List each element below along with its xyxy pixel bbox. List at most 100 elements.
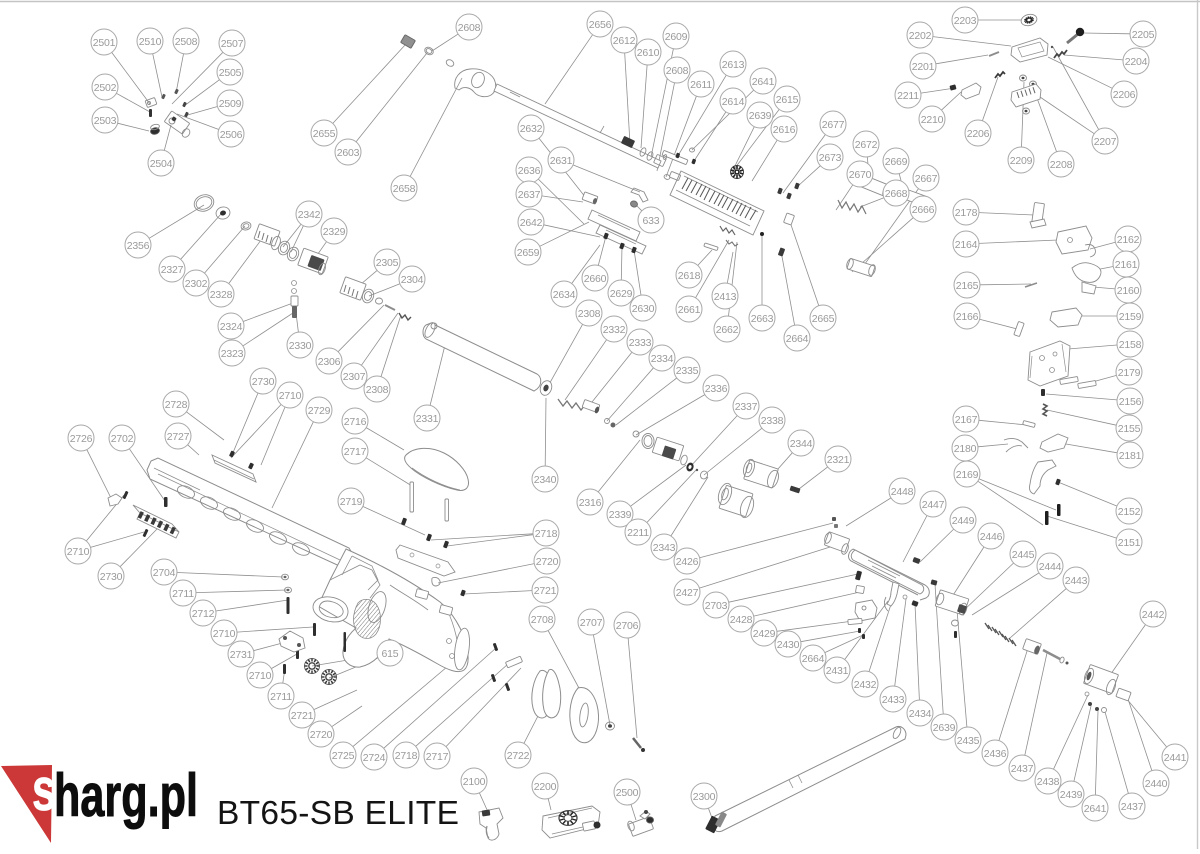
svg-text:2445: 2445 xyxy=(1012,549,1035,561)
svg-text:2209: 2209 xyxy=(1010,155,1033,167)
svg-text:2338: 2338 xyxy=(761,415,784,427)
svg-text:2304: 2304 xyxy=(401,274,424,286)
svg-text:2724: 2724 xyxy=(363,752,386,764)
svg-text:2613: 2613 xyxy=(722,59,745,71)
svg-text:2637: 2637 xyxy=(518,189,541,201)
svg-text:2603: 2603 xyxy=(337,147,360,159)
svg-text:harg.pl: harg.pl xyxy=(54,763,198,830)
svg-text:2634: 2634 xyxy=(553,289,576,301)
svg-text:2339: 2339 xyxy=(609,509,632,521)
svg-text:2720: 2720 xyxy=(310,729,333,741)
svg-text:2712: 2712 xyxy=(192,608,215,620)
svg-text:2201: 2201 xyxy=(912,61,935,73)
svg-text:2501: 2501 xyxy=(93,37,116,49)
svg-text:2167: 2167 xyxy=(955,414,978,426)
svg-text:2630: 2630 xyxy=(632,303,655,315)
svg-text:2725: 2725 xyxy=(332,750,355,762)
svg-text:2428: 2428 xyxy=(730,614,753,626)
svg-text:2437: 2437 xyxy=(1121,801,1144,813)
svg-text:2707: 2707 xyxy=(580,617,603,629)
svg-text:2211: 2211 xyxy=(897,90,919,102)
svg-text:2321: 2321 xyxy=(827,454,850,466)
svg-text:2730: 2730 xyxy=(100,571,123,583)
svg-text:2332: 2332 xyxy=(603,324,626,336)
svg-text:2152: 2152 xyxy=(1118,506,1141,518)
svg-text:2615: 2615 xyxy=(776,94,799,106)
svg-text:2710: 2710 xyxy=(279,390,302,402)
svg-text:2708: 2708 xyxy=(531,614,554,626)
svg-text:2436: 2436 xyxy=(984,748,1007,760)
svg-text:2181: 2181 xyxy=(1119,450,1142,462)
svg-text:2165: 2165 xyxy=(956,280,979,292)
svg-text:2503: 2503 xyxy=(94,115,117,127)
svg-text:2204: 2204 xyxy=(1125,56,1148,68)
svg-text:2446: 2446 xyxy=(980,531,1003,543)
svg-text:2716: 2716 xyxy=(344,416,367,428)
svg-text:2720: 2720 xyxy=(536,556,559,568)
svg-text:BT65-SB ELITE: BT65-SB ELITE xyxy=(217,795,459,832)
svg-text:2308: 2308 xyxy=(578,308,601,320)
svg-text:2729: 2729 xyxy=(308,405,331,417)
svg-text:2639: 2639 xyxy=(933,722,956,734)
svg-text:2727: 2727 xyxy=(167,431,190,443)
svg-text:2670: 2670 xyxy=(849,169,872,181)
svg-text:2162: 2162 xyxy=(1117,234,1140,246)
svg-text:2180: 2180 xyxy=(954,443,977,455)
svg-text:2441: 2441 xyxy=(1164,752,1187,764)
svg-text:2211: 2211 xyxy=(627,527,649,539)
svg-text:2308: 2308 xyxy=(366,384,389,396)
svg-text:2206: 2206 xyxy=(1113,89,1136,101)
svg-text:2426: 2426 xyxy=(676,556,699,568)
svg-text:2329: 2329 xyxy=(323,226,346,238)
svg-text:s: s xyxy=(32,757,56,824)
svg-text:2609: 2609 xyxy=(665,31,688,43)
svg-text:2660: 2660 xyxy=(584,273,607,285)
svg-text:2510: 2510 xyxy=(139,36,162,48)
svg-text:2431: 2431 xyxy=(826,665,849,677)
svg-text:2717: 2717 xyxy=(426,751,449,763)
svg-text:2443: 2443 xyxy=(1065,575,1088,587)
svg-text:2439: 2439 xyxy=(1060,789,1083,801)
svg-text:2316: 2316 xyxy=(579,497,602,509)
svg-text:2331: 2331 xyxy=(416,413,439,425)
svg-text:2179: 2179 xyxy=(1118,367,1141,379)
svg-text:2639: 2639 xyxy=(749,110,772,122)
svg-text:2205: 2205 xyxy=(1132,29,1155,41)
svg-text:2666: 2666 xyxy=(912,204,935,216)
svg-text:615: 615 xyxy=(382,648,399,660)
svg-text:2437: 2437 xyxy=(1011,763,1034,775)
svg-text:2730: 2730 xyxy=(252,376,275,388)
svg-text:2202: 2202 xyxy=(909,30,932,42)
svg-text:2306: 2306 xyxy=(318,356,341,368)
svg-text:2641: 2641 xyxy=(752,76,775,88)
svg-text:2200: 2200 xyxy=(534,781,557,793)
svg-text:2334: 2334 xyxy=(651,353,674,365)
svg-text:2159: 2159 xyxy=(1119,311,1142,323)
svg-text:2166: 2166 xyxy=(956,311,979,323)
svg-text:2442: 2442 xyxy=(1142,609,1165,621)
svg-text:2206: 2206 xyxy=(967,128,990,140)
svg-text:2335: 2335 xyxy=(676,365,699,377)
svg-text:2659: 2659 xyxy=(517,247,540,259)
svg-text:2449: 2449 xyxy=(952,515,975,527)
svg-text:2718: 2718 xyxy=(395,750,418,762)
svg-text:2500: 2500 xyxy=(616,787,639,799)
svg-text:2158: 2158 xyxy=(1119,339,1142,351)
svg-text:2307: 2307 xyxy=(343,371,366,383)
svg-text:2343: 2343 xyxy=(653,542,676,554)
svg-text:2711: 2711 xyxy=(270,691,292,703)
svg-text:2356: 2356 xyxy=(127,240,150,252)
svg-text:2661: 2661 xyxy=(678,304,701,316)
svg-text:2336: 2336 xyxy=(705,383,728,395)
svg-text:2435: 2435 xyxy=(957,735,980,747)
svg-text:2667: 2667 xyxy=(915,173,938,185)
svg-text:2427: 2427 xyxy=(676,587,699,599)
svg-text:2673: 2673 xyxy=(819,152,842,164)
svg-text:2611: 2611 xyxy=(690,79,712,91)
svg-text:2337: 2337 xyxy=(735,401,758,413)
svg-text:2504: 2504 xyxy=(150,158,173,170)
svg-text:2677: 2677 xyxy=(822,119,845,131)
svg-text:2610: 2610 xyxy=(637,47,660,59)
svg-text:2328: 2328 xyxy=(210,289,233,301)
svg-text:2430: 2430 xyxy=(777,639,800,651)
